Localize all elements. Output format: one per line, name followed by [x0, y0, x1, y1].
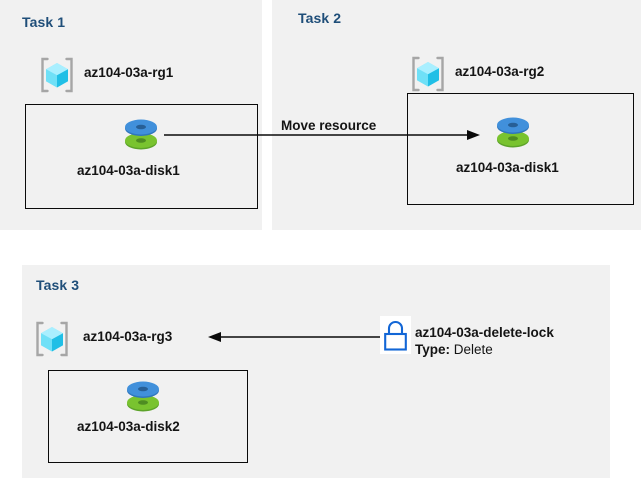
disk-icon: [490, 110, 536, 154]
resource-group-label-rg3: az104-03a-rg3: [83, 329, 173, 344]
lock-icon: [380, 316, 411, 354]
resource-group-label-rg1: az104-03a-rg1: [84, 65, 174, 80]
task-2-title: Task 2: [298, 10, 342, 26]
lock-type-key: Type:: [415, 342, 451, 357]
resource-group-icon: [33, 320, 71, 358]
resource-group-icon: [38, 56, 76, 94]
task-2-panel: [272, 0, 641, 230]
disk-icon: [118, 112, 164, 156]
disk-label-disk1-moved: az104-03a-disk1: [456, 160, 559, 175]
task-3-title: Task 3: [36, 277, 80, 293]
resource-group-icon: [409, 55, 447, 93]
task-2-resource-box: [407, 93, 634, 205]
lock-label-group: az104-03a-delete-lock Type: Delete: [415, 324, 554, 358]
task-1-panel: [0, 0, 262, 230]
task-3-panel: [22, 265, 610, 478]
task-1-title: Task 1: [22, 14, 66, 30]
lock-applies-arrow: [208, 332, 380, 342]
move-resource-label: Move resource: [281, 118, 377, 133]
lock-name-label: az104-03a-delete-lock: [415, 325, 554, 340]
resource-group-label-rg2: az104-03a-rg2: [455, 64, 545, 79]
move-resource-arrow: [164, 130, 480, 140]
task-1-resource-box: [25, 104, 258, 209]
disk-label-disk1: az104-03a-disk1: [77, 163, 180, 178]
task-3-resource-box: [48, 370, 248, 463]
lock-type-value: Delete: [453, 342, 493, 357]
disk-label-disk2: az104-03a-disk2: [77, 419, 180, 434]
lock-type-row: Type: Delete: [415, 341, 554, 358]
disk-icon: [120, 374, 166, 418]
